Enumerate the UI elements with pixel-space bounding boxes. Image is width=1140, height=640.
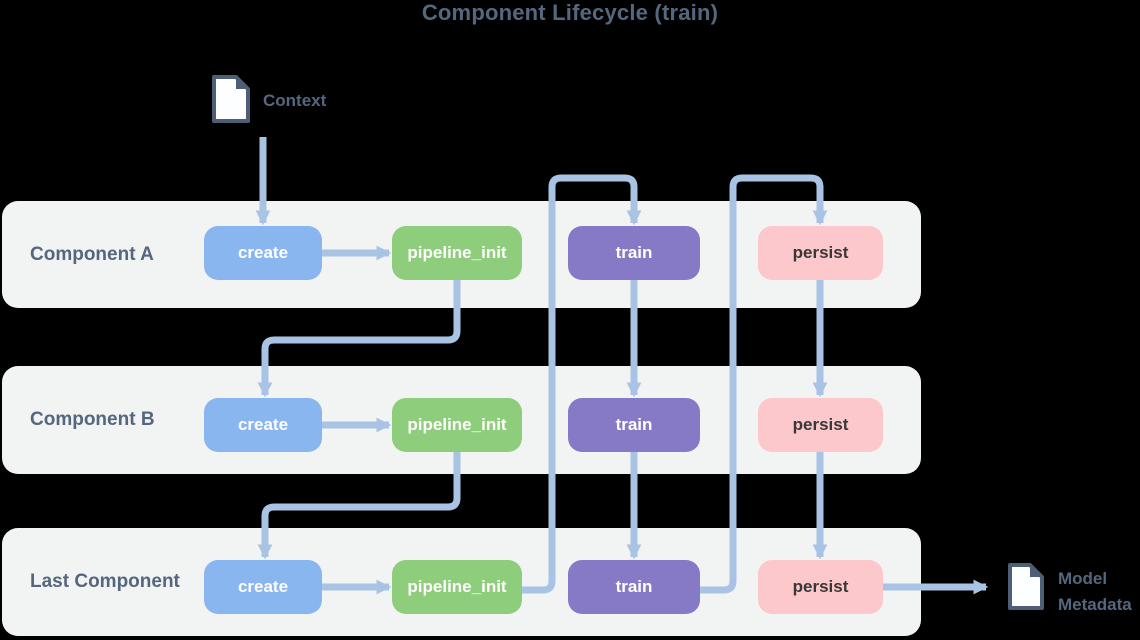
model-metadata-label: Model Metadata	[1058, 566, 1132, 618]
context-label: Context	[263, 91, 327, 110]
edge-train-last-to-persist-a	[700, 174, 828, 594]
node-persist-b: persist	[758, 398, 883, 452]
node-train-b: train	[568, 398, 700, 452]
node-create-last: create	[204, 560, 322, 614]
diagram-title: Component Lifecycle (train)	[421, 0, 719, 25]
edge-pipeline-last-to-train-a	[522, 174, 642, 594]
model-metadata-label-line1: Model	[1058, 569, 1108, 588]
node-pipeline-init-b: pipeline_init	[392, 398, 522, 452]
last-component-label: Last Component	[30, 571, 180, 592]
model-metadata-doc-icon	[1008, 563, 1044, 615]
edge-pipeline-b-to-create-last	[257, 452, 461, 560]
component-a-label: Component A	[30, 243, 154, 265]
edge-pipeline-a-to-create-b	[257, 280, 461, 398]
node-train-a: train	[568, 226, 700, 280]
node-pipeline-init-a: pipeline_init	[392, 226, 522, 280]
node-persist-last: persist	[758, 560, 883, 614]
node-create-b: create	[204, 398, 322, 452]
model-metadata-label-line2: Metadata	[1058, 595, 1132, 614]
context-doc-icon	[212, 75, 250, 128]
component-b-label: Component B	[30, 409, 155, 430]
node-persist-a: persist	[758, 226, 883, 280]
node-create-a: create	[204, 226, 322, 280]
node-train-last: train	[568, 560, 700, 614]
node-pipeline-init-last: pipeline_init	[392, 560, 522, 614]
